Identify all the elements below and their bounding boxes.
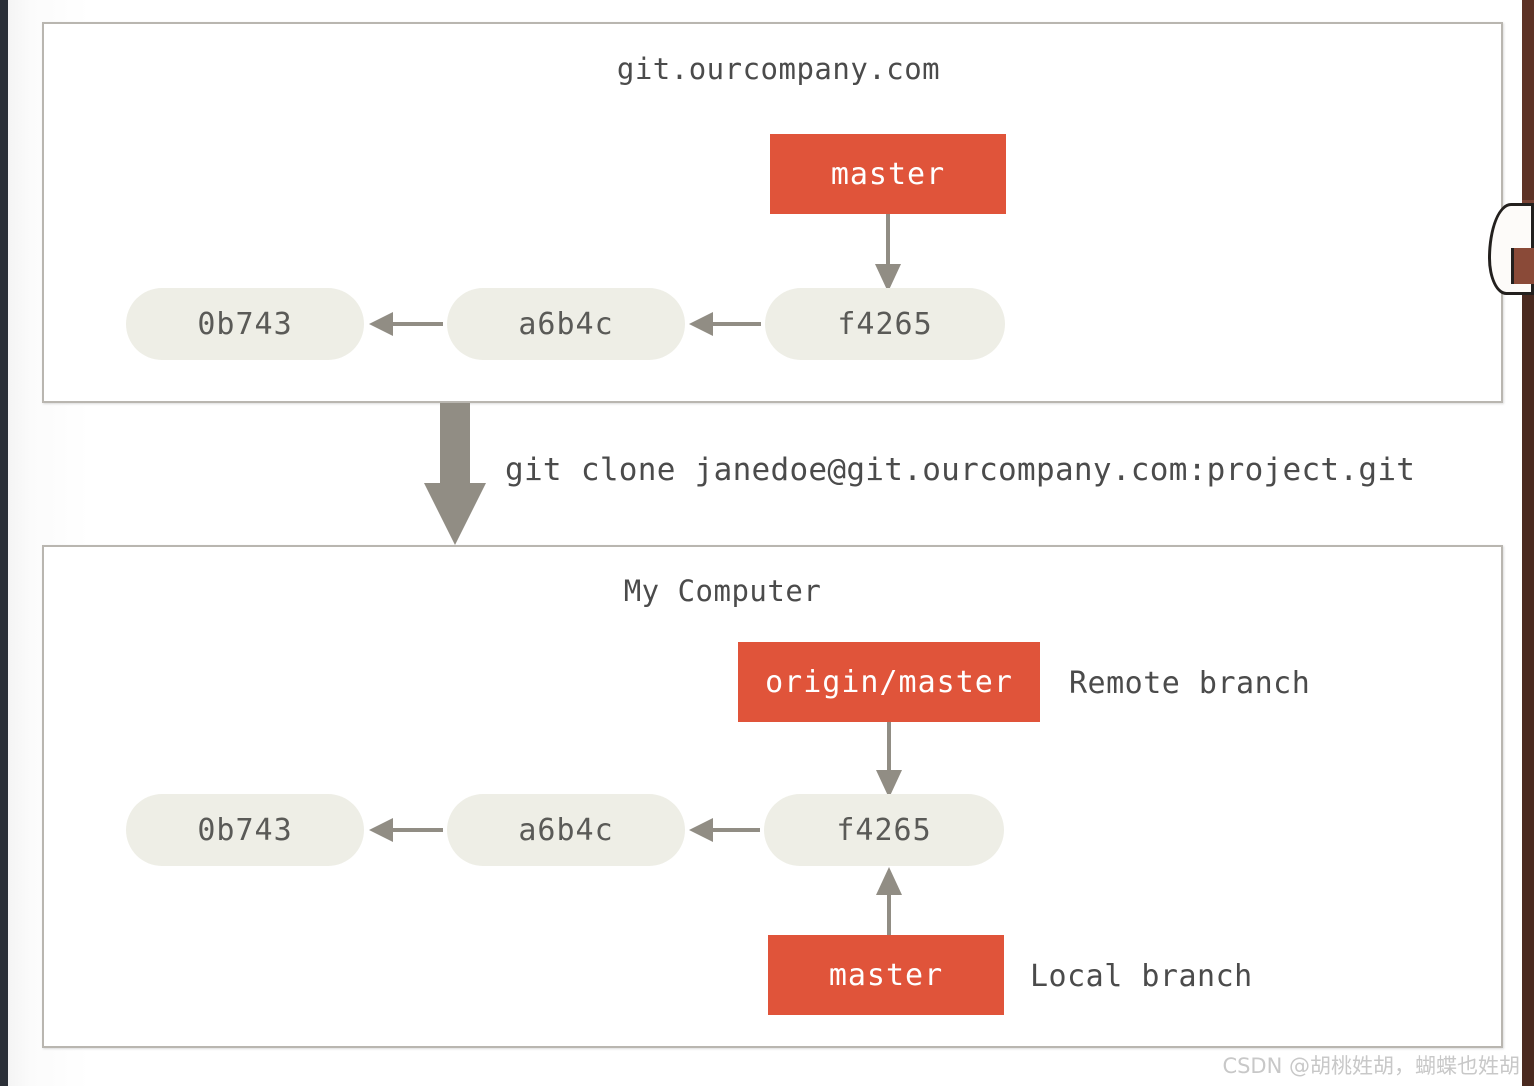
arrow-head [689,818,713,842]
left-edge-stripe [0,0,8,1086]
arrow-head [369,312,393,336]
local-branch-master[interactable]: master [768,935,1004,1015]
arrow-shaft [711,322,761,326]
arrow-shaft [440,403,470,485]
arrow-head [875,264,901,292]
local-panel-title: My Computer [623,574,822,608]
local-branch-origin-master[interactable]: origin/master [738,642,1040,722]
arrow-shaft [711,828,760,832]
arrow-head [424,483,486,545]
right-edge-sticker-strip [1522,0,1534,1086]
arrow-local-a6b4c-to-0b743 [369,818,443,842]
server-panel-title: git.ourcompany.com [616,52,941,86]
arrow-master-to-f4265 [875,214,901,292]
arrow-shaft [887,895,891,935]
arrow-shaft [391,322,443,326]
clone-flow-arrow [424,403,486,545]
server-commit-node-f4265[interactable]: f4265 [765,288,1005,360]
arrow-head [369,818,393,842]
server-branch-master[interactable]: master [770,134,1006,214]
arrow-a6b4c-to-0b743 [369,312,443,336]
arrow-local-f4265-to-a6b4c [689,818,760,842]
local-commit-node-0b743[interactable]: 0b743 [126,794,364,866]
local-commit-node-a6b4c[interactable]: a6b4c [447,794,685,866]
arrow-head [876,770,902,798]
arrow-shaft [887,722,891,770]
clone-command-label: git clone janedoe@git.ourcompany.com:pro… [505,452,1416,488]
local-branch-annotation: Local branch [1030,959,1253,994]
arrow-shaft [391,828,443,832]
arrow-local-master-to-f4265 [876,867,902,935]
local-commit-node-f4265[interactable]: f4265 [764,794,1004,866]
arrow-f4265-to-a6b4c [689,312,761,336]
csdn-watermark: CSDN @胡桃姓胡，蝴蝶也姓胡 [1222,1054,1520,1078]
arrow-shaft [886,214,890,264]
server-repository-panel: git.ourcompany.com master 0b743 a6b4c f4… [42,22,1503,403]
server-commit-node-a6b4c[interactable]: a6b4c [447,288,685,360]
server-commit-node-0b743[interactable]: 0b743 [126,288,364,360]
cartoon-sticker-icon [1488,203,1534,295]
arrow-origin-master-to-f4265 [876,722,902,798]
remote-branch-annotation: Remote branch [1069,666,1311,701]
local-repository-panel: My Computer origin/master Remote branch … [42,545,1503,1048]
arrow-head [689,312,713,336]
arrow-head [876,867,902,895]
